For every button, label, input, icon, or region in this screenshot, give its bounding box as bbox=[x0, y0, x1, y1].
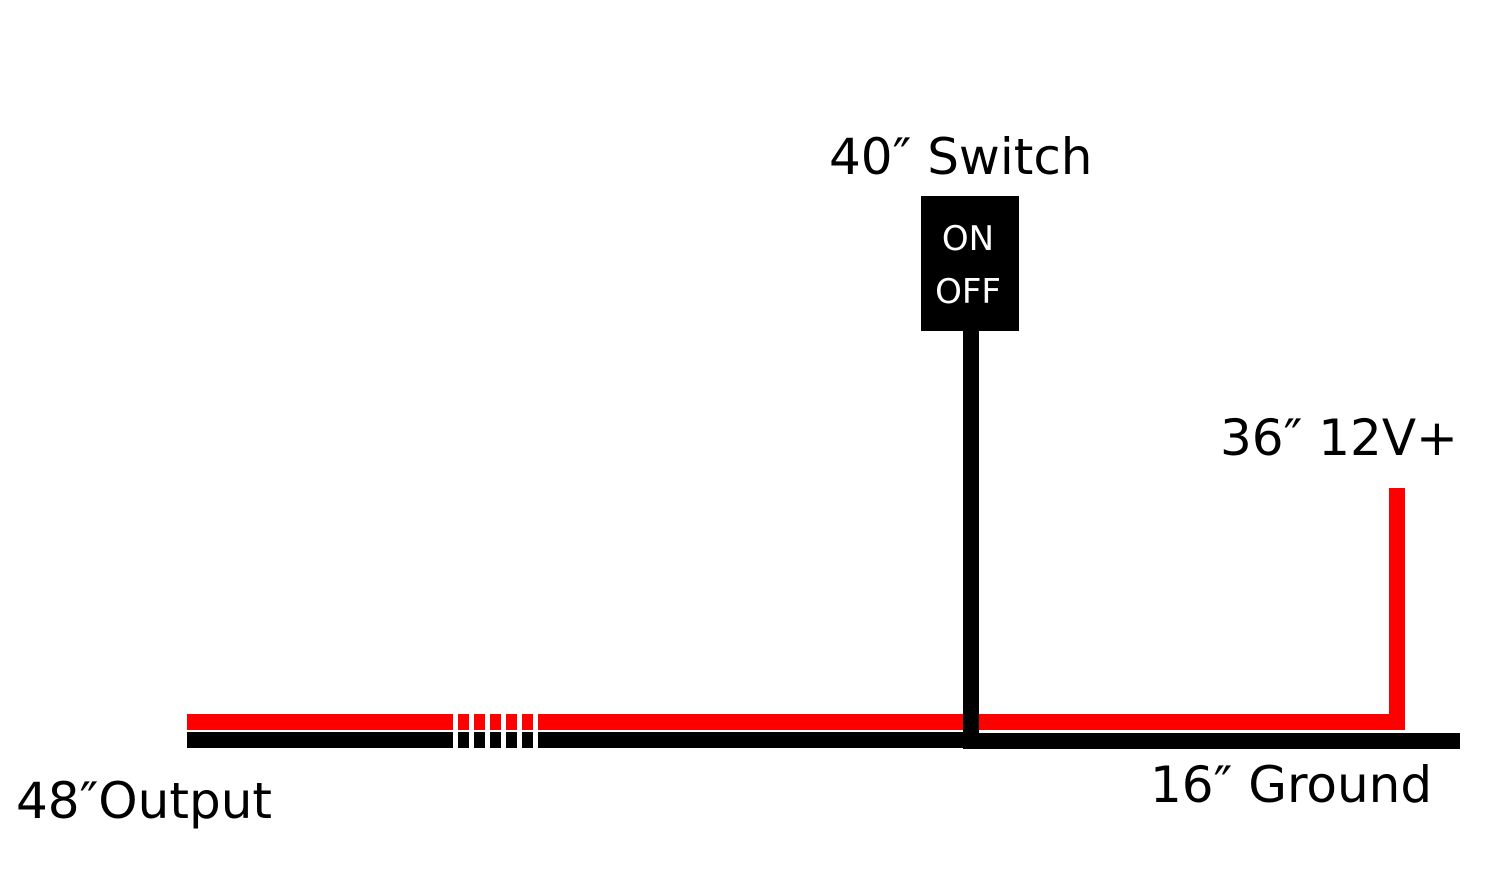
output-positive-wire bbox=[187, 714, 1405, 730]
break-mark bbox=[469, 712, 474, 750]
switch-on-label: ON bbox=[942, 219, 994, 259]
output-ground-wire bbox=[187, 732, 972, 748]
positive-lead-wire bbox=[1389, 488, 1405, 730]
break-mark bbox=[501, 712, 506, 750]
output-length-label: 48″Output bbox=[16, 772, 272, 830]
break-mark bbox=[517, 712, 522, 750]
switch-off-label: OFF bbox=[935, 272, 1001, 312]
break-mark bbox=[485, 712, 490, 750]
wire-break-marks bbox=[453, 712, 538, 750]
ground-lead-wire bbox=[972, 733, 1460, 749]
break-mark bbox=[453, 712, 458, 750]
break-mark bbox=[533, 712, 538, 750]
ground-length-label: 16″ Ground bbox=[1150, 756, 1432, 814]
positive-length-label: 36″ 12V+ bbox=[1220, 409, 1458, 467]
switch-wire bbox=[963, 325, 979, 749]
switch-length-label: 40″ Switch bbox=[829, 128, 1093, 186]
switch-body bbox=[921, 196, 1019, 331]
